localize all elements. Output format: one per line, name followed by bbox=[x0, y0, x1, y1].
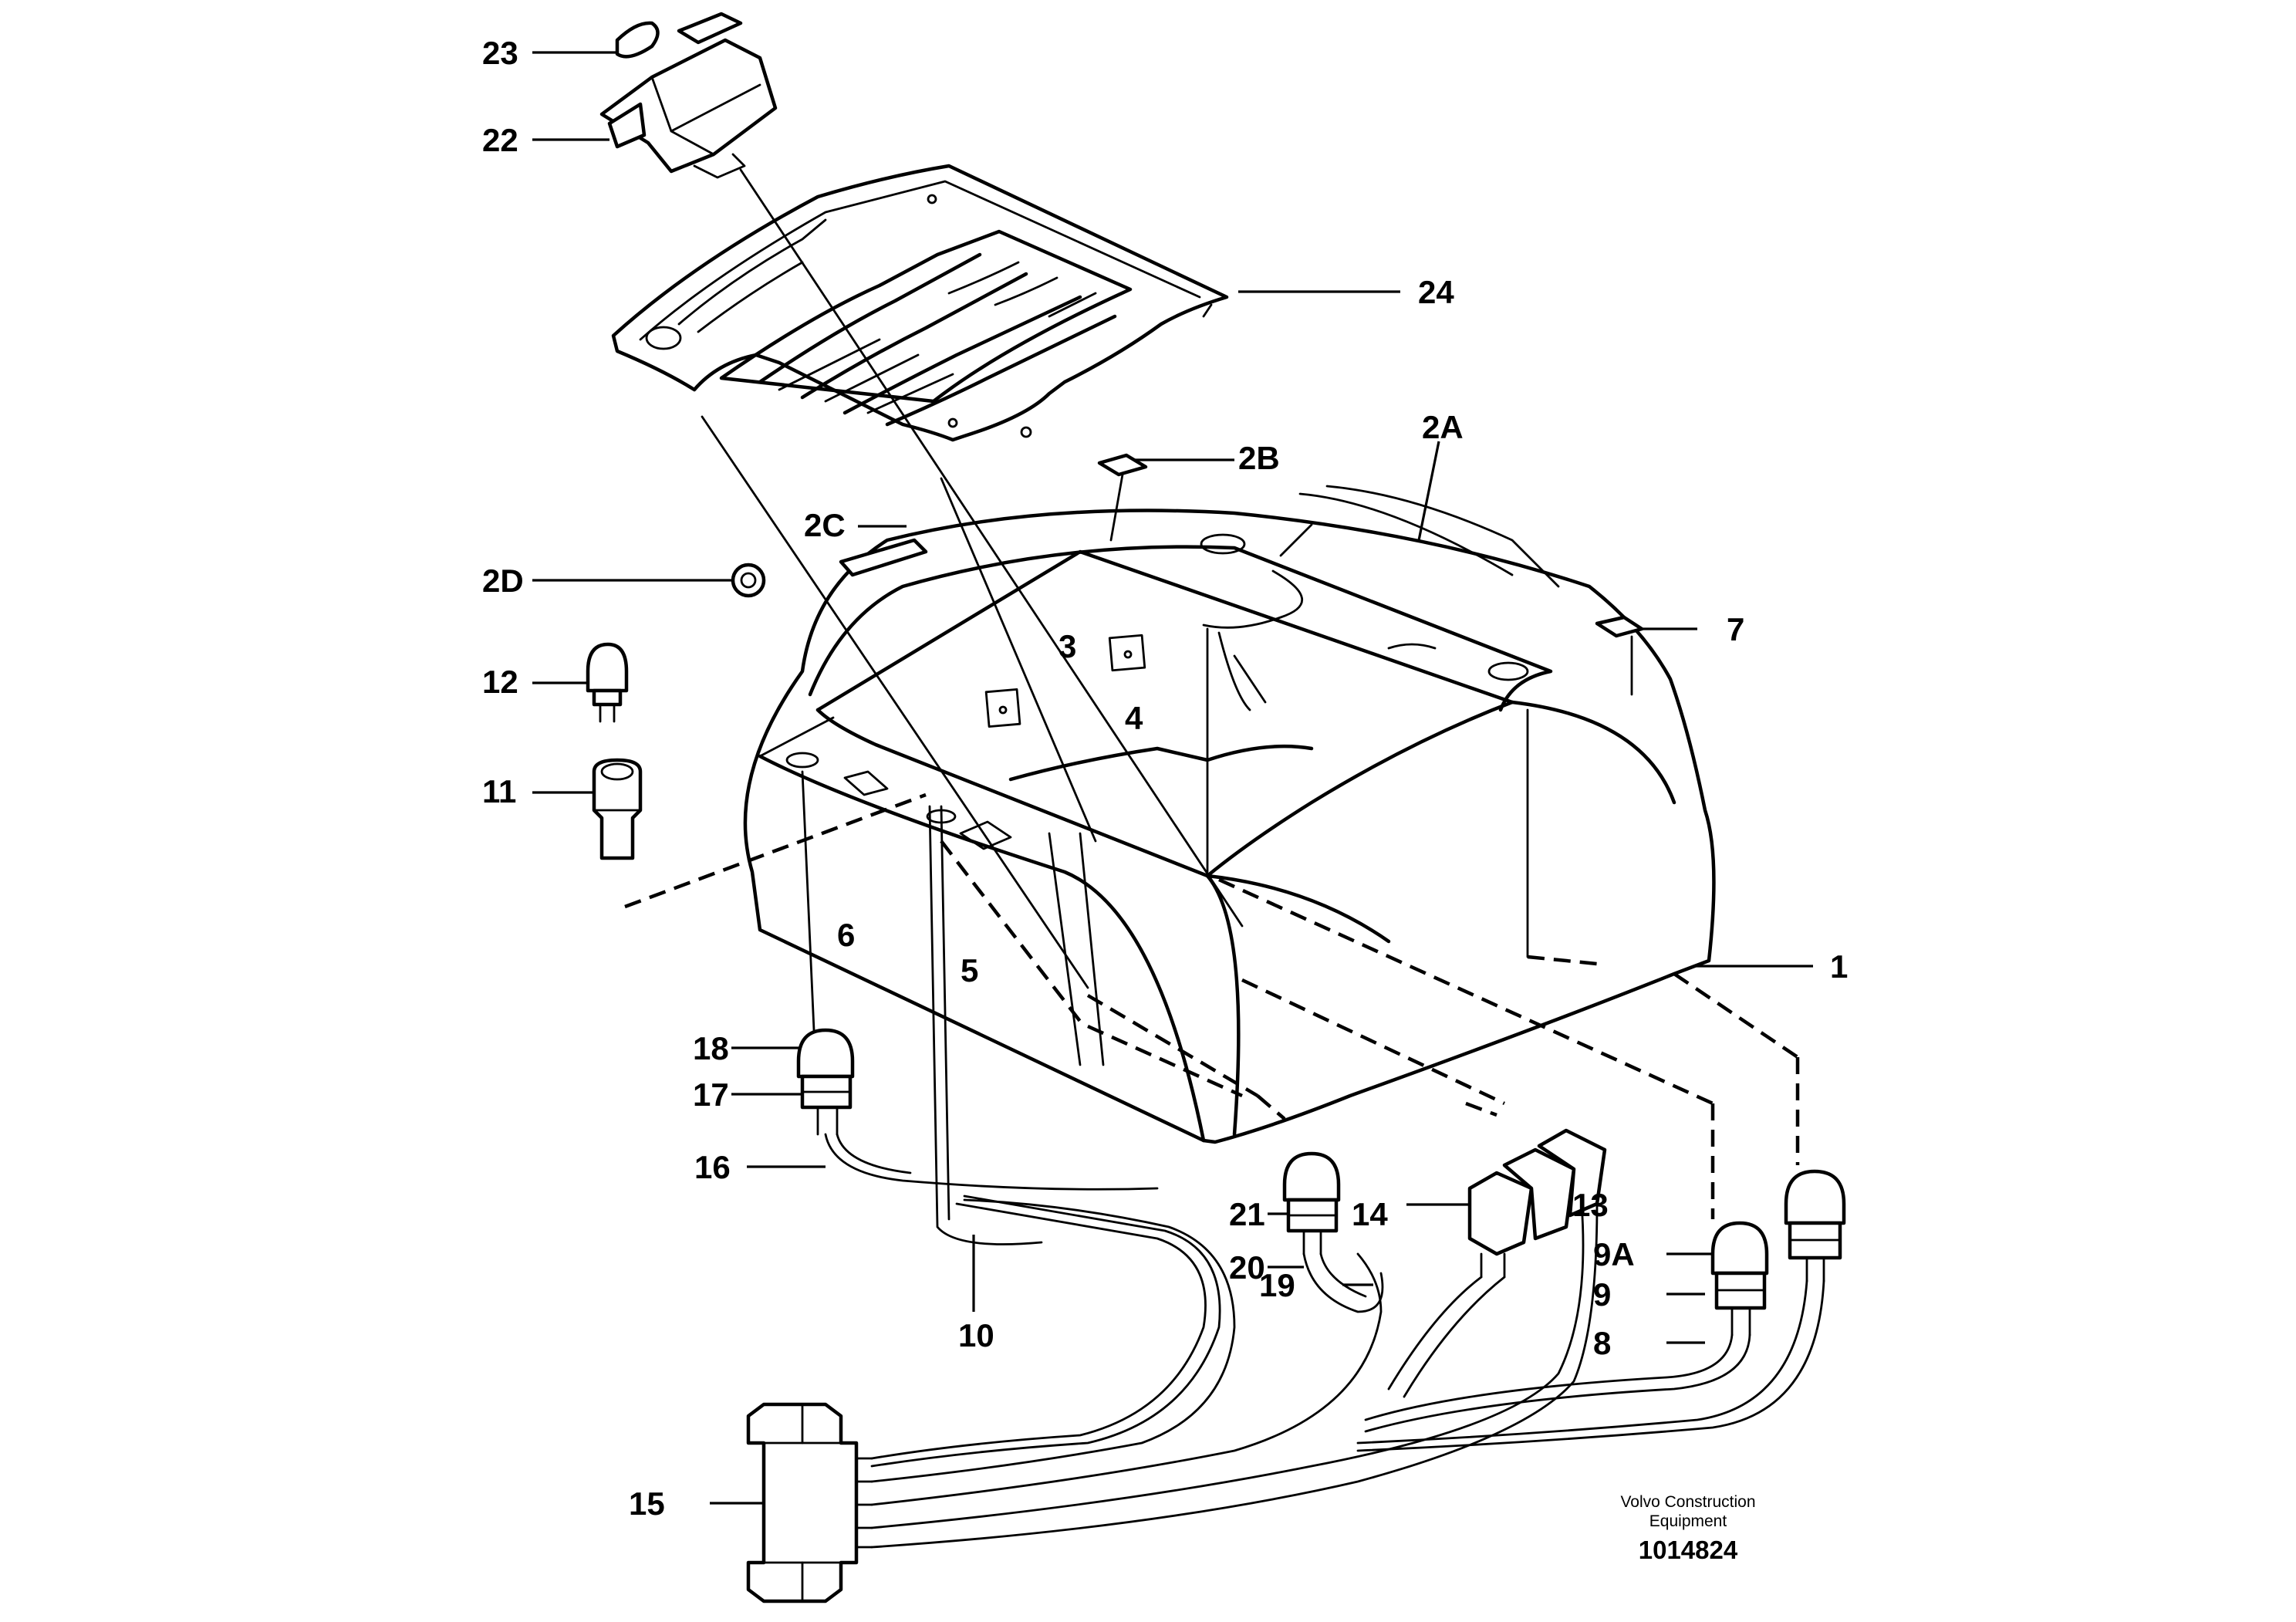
connector-14 bbox=[1467, 1128, 1607, 1279]
label-7: 7 bbox=[1727, 611, 1744, 647]
washer-2d bbox=[731, 563, 766, 598]
company-name-line2: Equipment bbox=[1649, 1512, 1727, 1530]
label-10: 10 bbox=[958, 1317, 994, 1353]
callout-labels: 1 2A 2B 2C 2D 3 4 5 6 7 8 9 9A 10 11 12 … bbox=[482, 35, 1848, 1522]
label-15: 15 bbox=[629, 1485, 665, 1522]
label-2b: 2B bbox=[1238, 440, 1280, 476]
label-17: 17 bbox=[693, 1076, 729, 1113]
assembly-dashed-lines bbox=[624, 792, 1800, 1219]
label-2a: 2A bbox=[1422, 409, 1464, 445]
label-22: 22 bbox=[482, 122, 518, 158]
label-8: 8 bbox=[1593, 1325, 1611, 1361]
switch-9a-9 bbox=[1710, 1221, 1769, 1336]
label-4: 4 bbox=[1125, 700, 1143, 736]
top-cover-panel bbox=[611, 164, 1229, 442]
label-21: 21 bbox=[1229, 1196, 1265, 1232]
wiring-harness bbox=[824, 805, 1825, 1549]
drawing-number: 1014824 bbox=[1639, 1536, 1738, 1564]
label-9a: 9A bbox=[1593, 1236, 1635, 1272]
label-3: 3 bbox=[1059, 628, 1076, 664]
switch-18-17 bbox=[796, 1028, 855, 1136]
label-5: 5 bbox=[961, 952, 978, 988]
label-1: 1 bbox=[1830, 948, 1848, 985]
decal-2c bbox=[839, 538, 928, 577]
label-12: 12 bbox=[482, 664, 518, 700]
indicator-lamp-12 bbox=[586, 642, 629, 723]
lamp-socket-11 bbox=[592, 758, 643, 860]
switch-right bbox=[1784, 1169, 1846, 1282]
label-13: 13 bbox=[1572, 1187, 1609, 1223]
label-2d: 2D bbox=[482, 563, 524, 599]
label-23: 23 bbox=[482, 35, 518, 71]
console-housing bbox=[743, 485, 1716, 1144]
label-19: 19 bbox=[1259, 1267, 1295, 1303]
label-11: 11 bbox=[482, 773, 516, 809]
label-14: 14 bbox=[1352, 1196, 1388, 1232]
clip-7 bbox=[1595, 615, 1644, 638]
label-24: 24 bbox=[1418, 274, 1454, 310]
assembly-lines bbox=[701, 168, 1633, 1032]
clip-2b bbox=[1097, 453, 1148, 477]
label-16: 16 bbox=[694, 1149, 731, 1185]
switch-21-20 bbox=[1282, 1151, 1341, 1255]
rocker-switch-assembly bbox=[599, 12, 778, 179]
label-2c: 2C bbox=[804, 507, 846, 543]
label-6: 6 bbox=[837, 917, 855, 953]
small-parts bbox=[731, 453, 1644, 638]
multi-pin-connector-15 bbox=[746, 1402, 873, 1603]
label-18: 18 bbox=[693, 1030, 729, 1066]
label-9: 9 bbox=[1593, 1276, 1611, 1313]
footer-block: Volvo Construction Equipment 1014824 bbox=[1620, 1493, 1755, 1564]
label-20: 20 bbox=[1229, 1249, 1265, 1286]
company-name-line1: Volvo Construction bbox=[1620, 1493, 1755, 1511]
